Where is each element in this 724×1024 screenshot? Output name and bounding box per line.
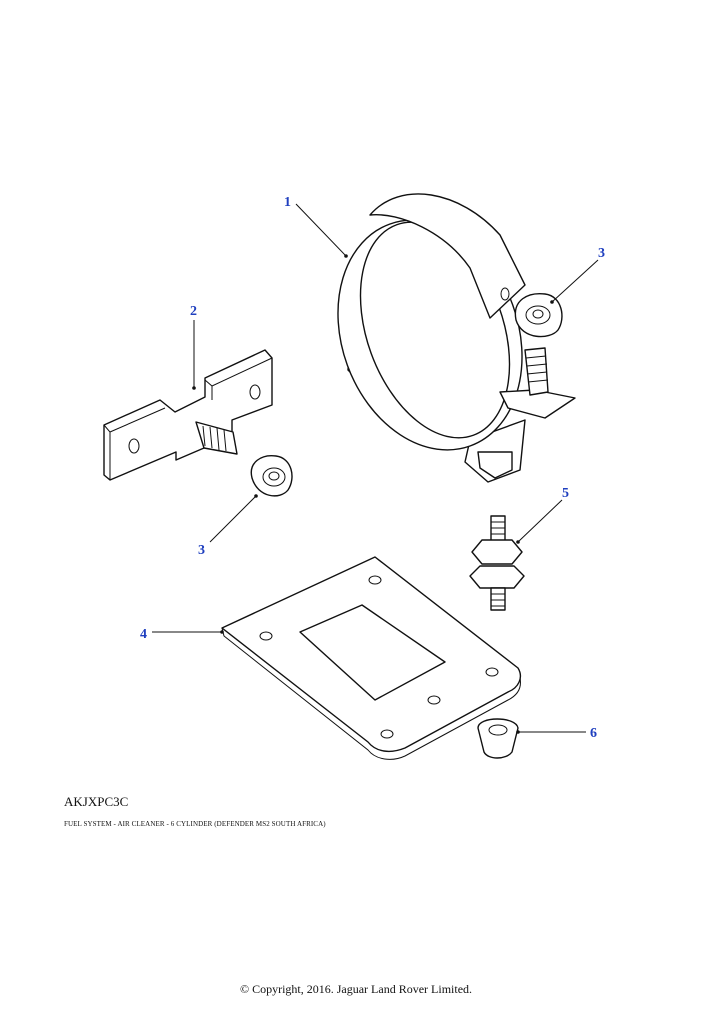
callout-6: 6	[590, 726, 597, 741]
callout-3-left: 3	[198, 543, 205, 558]
mounting-plate-part-4[interactable]	[221, 556, 522, 760]
mounting-bracket-part-2[interactable]	[103, 349, 273, 481]
callout-4: 4	[140, 627, 147, 642]
strap-clamp-part-1[interactable]	[307, 193, 576, 483]
flange-nut-part-3-left[interactable]	[250, 455, 293, 497]
flange-nut-part-3-right[interactable]	[514, 293, 563, 338]
callout-2: 2	[190, 304, 197, 319]
nut-part-6[interactable]	[477, 718, 519, 759]
diagram-code: AKJXPC3C	[64, 794, 129, 809]
callout-3-right: 3	[598, 246, 605, 261]
callout-1: 1	[284, 195, 291, 210]
copyright-notice: © Copyright, 2016. Jaguar Land Rover Lim…	[239, 982, 473, 996]
rubber-mount-part-5[interactable]	[469, 515, 525, 611]
leader-lines	[152, 203, 599, 734]
callout-5: 5	[562, 486, 569, 501]
diagram-caption: FUEL SYSTEM - AIR CLEANER - 6 CYLINDER (…	[64, 820, 326, 828]
